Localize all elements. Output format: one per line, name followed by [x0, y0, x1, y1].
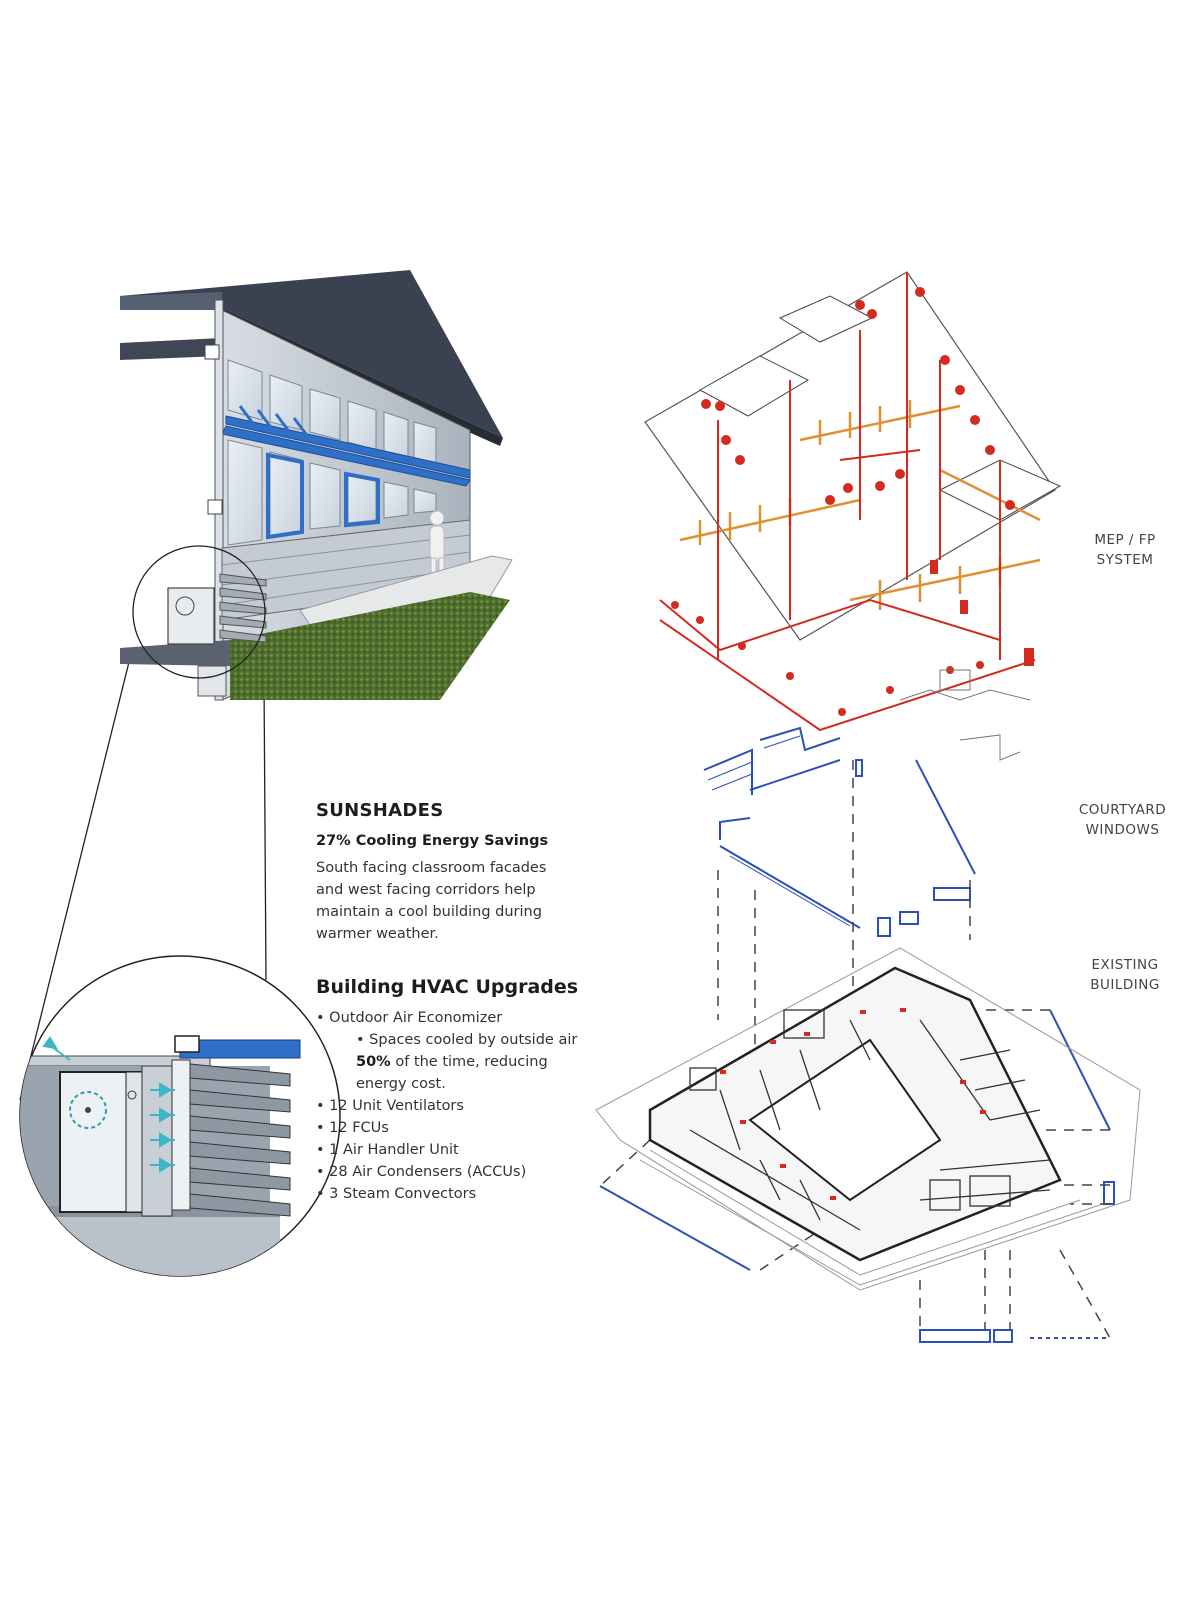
label-line: SYSTEM — [1096, 552, 1154, 568]
callout-line-right — [263, 679, 267, 981]
label-existing-building: EXISTING BUILDING — [1070, 955, 1180, 995]
window-strip — [877, 917, 891, 937]
detail-callout-small — [132, 545, 266, 679]
hvac-detail-circle — [19, 955, 341, 1277]
label-line: MEP / FP — [1094, 532, 1156, 548]
floor-slab — [120, 640, 230, 666]
green-roof-grass — [230, 592, 510, 700]
window-strip — [919, 1329, 991, 1343]
window-strip — [1049, 1009, 1111, 1131]
label-mep-fp-system: MEP / FP SYSTEM — [1070, 530, 1180, 570]
mep-red-mains — [659, 272, 1036, 732]
window-strip — [993, 1329, 1013, 1343]
sunshades-description-line: maintain a cool building during — [316, 904, 542, 920]
hvac-title: Building HVAC Upgrades — [316, 976, 579, 998]
hvac-percent: 50% — [356, 1054, 391, 1070]
hvac-item: • 3 Steam Convectors — [316, 1186, 477, 1202]
window-strip — [719, 817, 751, 840]
window-strip — [933, 887, 971, 901]
sunshade-louvers — [221, 405, 471, 487]
airflow-arrow-icon — [42, 1036, 175, 1173]
label-line: BUILDING — [1090, 977, 1160, 993]
hvac-item: • 12 Unit Ventilators — [316, 1098, 464, 1114]
sunshades-description: South facing classroom facades and west … — [316, 857, 606, 945]
hvac-subitem: • Spaces cooled by outside air — [356, 1032, 578, 1048]
sunshades-description-line: warmer weather. — [316, 926, 439, 942]
window-strip — [915, 759, 976, 875]
hvac-subitem: energy cost. — [356, 1076, 446, 1092]
hvac-item: • 1 Air Handler Unit — [316, 1142, 459, 1158]
lower-overhang — [120, 338, 222, 360]
window-strip — [599, 1185, 751, 1271]
label-line: WINDOWS — [1085, 822, 1160, 838]
hvac-list: • Outdoor Air Economizer • Spaces cooled… — [316, 1007, 616, 1205]
mep-fp-system — [644, 271, 1062, 761]
callout-line-left — [19, 649, 133, 1101]
sunshades-description-line: South facing classroom facades — [316, 860, 547, 876]
window-strip — [749, 759, 841, 791]
label-line: COURTYARD — [1078, 802, 1167, 818]
sunshades-title: SUNSHADES — [316, 800, 444, 821]
sunshades-subtitle: 27% Cooling Energy Savings — [316, 833, 549, 849]
hvac-item: • 28 Air Condensers (ACCUs) — [316, 1164, 527, 1180]
hvac-item: • Outdoor Air Economizer — [316, 1010, 503, 1026]
projection-lines — [599, 760, 1111, 1339]
window-strip — [703, 748, 753, 795]
hvac-subitem: 50% of the time, reducing — [316, 1051, 616, 1073]
hvac-subitem-text: of the time, reducing — [390, 1054, 548, 1070]
hvac-item: • 12 FCUs — [316, 1120, 389, 1136]
roof-canopy — [120, 270, 503, 438]
window-strip — [899, 911, 919, 925]
window-strip — [855, 759, 863, 777]
fan-icon — [69, 1091, 107, 1129]
ac-unit-small — [167, 587, 215, 645]
sunshades-description-line: and west facing corridors help — [316, 882, 536, 898]
label-line: EXISTING — [1091, 957, 1159, 973]
existing-building-plan — [595, 947, 1141, 1291]
window-strip — [759, 726, 841, 752]
facade-perspective — [19, 270, 513, 1101]
label-courtyard-windows: COURTYARD WINDOWS — [1060, 800, 1185, 840]
